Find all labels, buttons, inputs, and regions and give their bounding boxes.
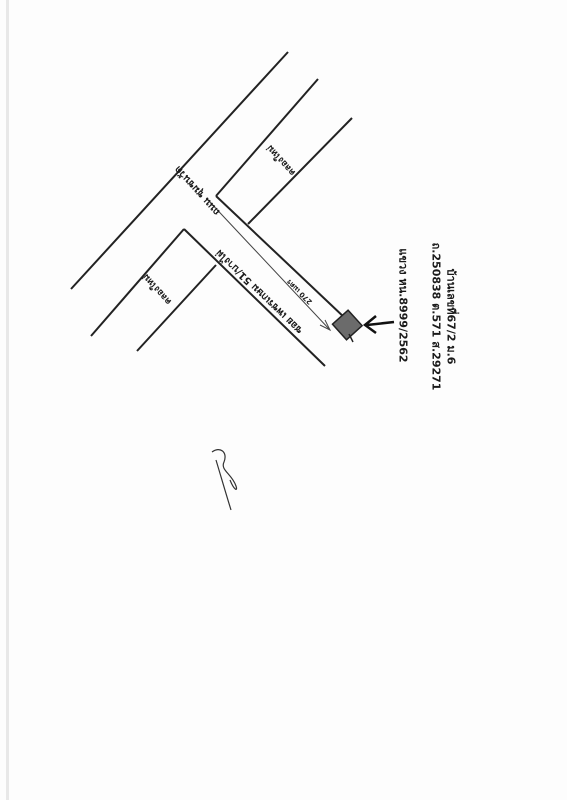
soi-line-upper	[215, 195, 347, 320]
signature	[211, 449, 238, 511]
soi-line-lower	[183, 228, 326, 367]
main-road-line-lower-2	[215, 78, 319, 197]
house-stub	[348, 333, 354, 343]
canal-upper-line	[247, 117, 353, 225]
pointer-arrowhead	[362, 315, 377, 335]
main-road-line-upper	[70, 51, 289, 290]
distance-line	[207, 199, 331, 331]
address-line-1: บ้านเลขที่67/2 ม.6	[444, 268, 458, 365]
canal-lower-line	[136, 264, 217, 352]
house-marker	[331, 309, 364, 341]
main-road-line-lower	[90, 228, 185, 337]
address-line-2: ถ.250838 ต.571 ส.29271	[429, 242, 443, 391]
pointer-arrow-line	[366, 320, 395, 327]
distance-arrowhead	[319, 319, 332, 332]
scan-edge	[6, 0, 9, 800]
address-line-3: แขวง หน.8999/2562	[396, 248, 410, 363]
